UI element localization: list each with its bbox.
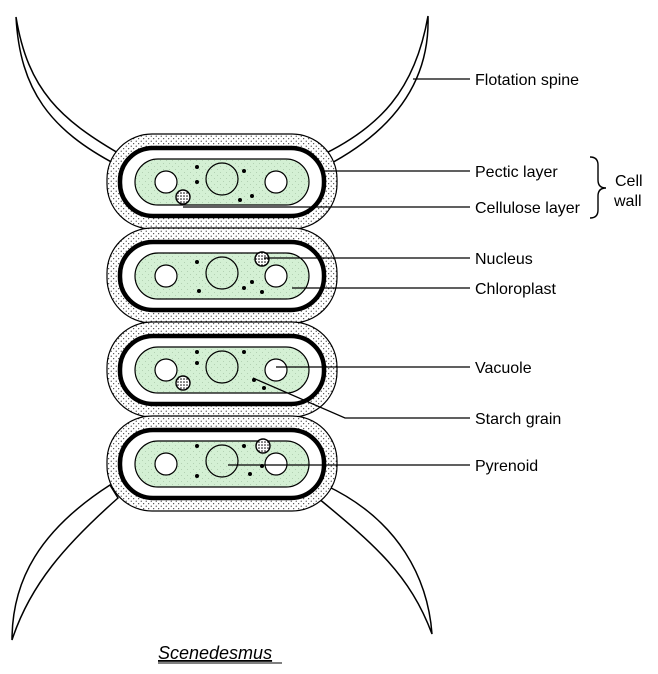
pyrenoid	[205, 444, 239, 478]
starch-grain	[242, 444, 246, 448]
starch-grain	[262, 386, 266, 390]
label-pyrenoid: Pyrenoid	[475, 458, 538, 475]
cell-2	[106, 227, 338, 324]
cell-wall-brace	[589, 156, 607, 219]
vacuole-right	[264, 170, 288, 194]
label-cellulose-layer: Cellulose layer	[475, 200, 581, 217]
starch-grain	[242, 350, 246, 354]
cell-4	[106, 415, 338, 512]
starch-grain	[250, 280, 254, 284]
starch-grain	[195, 444, 199, 448]
nucleus	[254, 251, 270, 267]
spine-top-right	[316, 15, 429, 167]
starch-grain	[238, 198, 242, 202]
spine-top-left	[15, 16, 127, 166]
starch-grain	[195, 361, 199, 365]
spine-bottom-left	[11, 483, 119, 641]
starch-grain	[195, 180, 199, 184]
vacuole-left	[154, 358, 178, 382]
starch-grain	[197, 289, 201, 293]
starch-grain	[195, 260, 199, 264]
vacuole-right	[264, 358, 288, 382]
pyrenoid	[205, 350, 239, 384]
label-chloroplast: Chloroplast	[475, 281, 556, 298]
pyrenoid	[205, 162, 239, 196]
spine-bottom-right	[317, 484, 433, 635]
starch-grain	[260, 290, 264, 294]
cells-group	[106, 133, 338, 512]
label-starch-grain: Starch grain	[475, 411, 561, 428]
nucleus	[175, 375, 191, 391]
vacuole-left	[154, 264, 178, 288]
starch-grain	[242, 286, 246, 290]
vacuole-right	[264, 264, 288, 288]
starch-grain	[250, 194, 254, 198]
starch-grain	[242, 169, 246, 173]
label-cell-wall-line2: wall	[613, 193, 642, 210]
label-vacuole: Vacuole	[475, 360, 532, 377]
starch-grain	[248, 472, 252, 476]
nucleus	[175, 189, 191, 205]
cell-3	[106, 321, 338, 418]
starch-grain	[195, 350, 199, 354]
leader-starch-grain	[252, 377, 470, 419]
starch-grain	[195, 474, 199, 478]
vacuole-left	[154, 452, 178, 476]
leader-lines	[183, 78, 470, 466]
vacuole-left	[154, 170, 178, 194]
cell-1	[106, 133, 338, 230]
vacuole-right	[264, 452, 288, 476]
diagram-title: Scenedesmus	[158, 643, 272, 663]
nucleus	[255, 438, 271, 454]
label-flotation-spine: Flotation spine	[475, 72, 579, 89]
label-cell-wall-line1: Cell	[615, 173, 643, 190]
starch-grain	[195, 165, 199, 169]
label-nucleus: Nucleus	[475, 251, 533, 268]
label-pectic-layer: Pectic layer	[475, 164, 558, 181]
pyrenoid	[205, 256, 239, 290]
